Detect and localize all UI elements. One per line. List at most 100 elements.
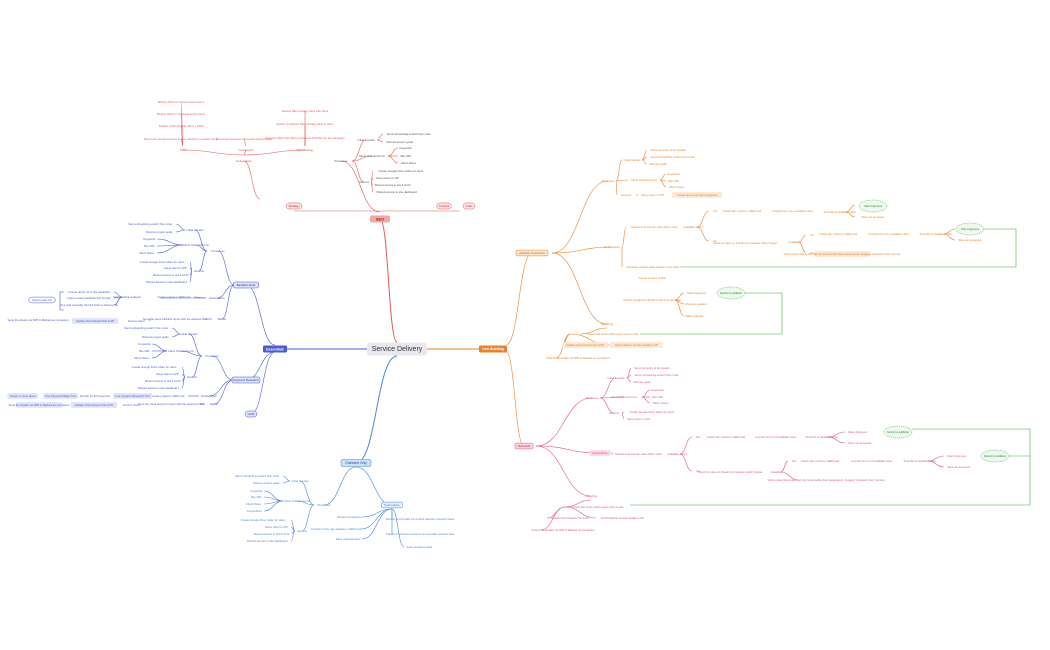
seo-client-onboard[interactable]: Client Onboard Form	[357, 153, 388, 159]
or-acc-item[interactable]: Shared access to GA & GCS	[252, 531, 291, 537]
seo-ic-item[interactable]: Send onboarding email if Non order	[383, 131, 435, 137]
ngs-item[interactable]: Weekly NGS for Content Action Items	[155, 99, 208, 105]
ag-ic-item[interactable]: Discuss goals	[647, 161, 669, 167]
seo-ngs[interactable]: NGS	[177, 147, 189, 153]
ne-update[interactable]: Update Client Report File & PP	[547, 515, 593, 521]
ba-analysis-item[interactable]: Flash unsafe backlinks (list formal)	[64, 295, 114, 301]
seo-acc-item[interactable]: Setup client on PP	[373, 175, 402, 181]
kr-deliv-item[interactable]: Use Organic Research Tool	[113, 393, 152, 399]
or-acc-item[interactable]: Setup client on PP	[262, 524, 291, 530]
ne-ic-item[interactable]: Discuss goals	[631, 379, 653, 385]
or-client-onboard[interactable]: Client Onboard Form	[282, 498, 313, 504]
outcome-node[interactable]: Submit to publisher	[980, 449, 1010, 463]
seo-acc-item[interactable]: Create Google Drive folder for client	[373, 168, 429, 174]
ne-available-node[interactable]: Available	[768, 469, 785, 475]
ngs-item[interactable]: Finalize initial call with client + Init…	[149, 123, 213, 129]
ba-analysis-item[interactable]: Only add manually harmful links to disav…	[60, 302, 118, 308]
ba-client-onboard[interactable]: Client Onboard Form	[181, 242, 212, 248]
or-deliv-item[interactable]: Review competitors	[335, 514, 364, 520]
kr-acc-item[interactable]: Shared access to site dashboard	[135, 385, 182, 391]
ne-review[interactable]: Review and test the sites within niche	[610, 451, 667, 457]
or-acc-item[interactable]: Create Google Drive folder for client	[235, 517, 291, 523]
ag-acc-item[interactable]: Create and setup client pipelines	[672, 192, 723, 198]
ba-report-item[interactable]: Update Client Report File & PP	[72, 318, 118, 324]
ne-deliverables[interactable]: Deliverables	[589, 450, 611, 456]
seo-ob-item[interactable]: Keywords	[398, 145, 413, 151]
kr-deliv-item[interactable]: Use Keyword Magic Tool	[43, 393, 78, 399]
ba-acc-item[interactable]: Setup client on PP	[161, 265, 190, 271]
or-deliv-item[interactable]: Conduct of the gap analysis in SEProvid	[309, 526, 363, 532]
kr-acc-item[interactable]: Create Google Drive folder for client	[126, 364, 182, 370]
ne-account[interactable]: Account	[607, 410, 621, 416]
ag-alt-no[interactable]: Check for sites on linkedin & Consider w…	[713, 240, 778, 246]
center-node[interactable]: Service Delivery	[367, 342, 427, 356]
or-ic-item[interactable]: Send onboarding email if Non order	[231, 473, 283, 479]
ag-chain-no[interactable]: Check site metrics in SEProvid	[815, 231, 861, 237]
ne-check-live[interactable]: Check link is live within guest post on …	[565, 504, 631, 510]
ag-chain-yes[interactable]: Compile list of 3-4 available sites	[766, 208, 819, 214]
ba-report-item[interactable]: Send the details via SPP & Marked as com…	[8, 317, 69, 323]
tag-strategy[interactable]: Strategy	[285, 202, 303, 210]
ne-alt-no[interactable]: Check for sites on linkedin & Consider w…	[698, 469, 763, 475]
seo-ga[interactable]: GA Analysis	[236, 147, 255, 153]
ag-deliverables[interactable]: Deliverables	[602, 244, 623, 250]
ba-initial-contact[interactable]: Initial Contact	[183, 227, 208, 233]
keyword-research-node[interactable]: Keyword Research	[231, 376, 261, 384]
ne-ic-item[interactable]: Send summary of the details	[631, 365, 673, 371]
seo-processes[interactable]: Processes	[333, 158, 350, 164]
ag-changes-needed[interactable]: Changes needed	[684, 301, 708, 307]
ne-inform[interactable]: Inform client that a site can't be found…	[768, 477, 885, 483]
ne-yes[interactable]: Yes	[788, 458, 800, 464]
ag-ic-item[interactable]: Send summary of the details	[647, 147, 689, 153]
ne-acc-item[interactable]: Create Google Drive folder for client	[624, 409, 680, 415]
ba-report[interactable]: Report	[216, 316, 228, 322]
kr-report-item[interactable]: Update Client Report File & PP	[71, 402, 117, 408]
ag-chain-no[interactable]: Compile list of 3-4 available sites	[862, 231, 915, 237]
ag-account[interactable]: Account	[619, 192, 633, 198]
or-deliv-item[interactable]: Save prospects data	[404, 544, 435, 550]
ne-client-onboard[interactable]: Client Onboard Form	[609, 394, 640, 400]
ba-ob-item[interactable]: Keywords	[142, 236, 157, 242]
ngs-item[interactable]: Deep look into accounts to ensure tracki…	[144, 136, 219, 142]
kr-report-item[interactable]: Send the client keyword report with the …	[138, 401, 205, 407]
kr-ic-item[interactable]: Discuss project goals	[139, 334, 172, 340]
strategy-item[interactable]: Deliver completed SEO strategy deck to c…	[277, 121, 334, 127]
kr-report-item[interactable]: Send the details via SPP & Marked as com…	[9, 402, 70, 408]
ag-ic-item[interactable]: Send onboarding email if Non order	[647, 154, 699, 160]
ne-chain-yes[interactable]: Send list of available sites	[800, 434, 843, 440]
ag-chain-no[interactable]: Send list of available sites	[914, 231, 957, 237]
tag-links[interactable]: Links	[462, 202, 476, 210]
kr-ob-item[interactable]: Keywords	[137, 341, 152, 347]
ne-yes[interactable]: Yes	[692, 434, 704, 440]
ba-report-item[interactable]: Send the client backlink report with the…	[143, 316, 208, 322]
ne-chain-no[interactable]: Send list of available sites	[898, 458, 941, 464]
ne-not-accepted[interactable]: Sites not accepted	[845, 440, 874, 446]
ba-deliv-item[interactable]: Start backlink analysis	[109, 294, 145, 300]
or-account[interactable]: Account	[295, 528, 309, 534]
ag-yes[interactable]: Yes	[709, 208, 721, 214]
ba-acc-item[interactable]: Shared access to GA & GCS	[151, 272, 190, 278]
ag-client-approves[interactable]: Client Approves	[684, 290, 709, 296]
seo-acc-item[interactable]: Shared access to site dashboard	[373, 189, 420, 195]
export-node[interactable]: Export each list	[28, 296, 56, 304]
kr-ob-item[interactable]: Site URL	[137, 348, 152, 354]
or-ob-item[interactable]: Client Notes	[243, 501, 264, 507]
ag-generate[interactable]: Generate content ideas based on the site…	[622, 264, 683, 270]
seo-ob-item[interactable]: Client Notes	[398, 160, 419, 166]
ne-chain-yes[interactable]: Check site metrics in SEProvid	[703, 434, 749, 440]
outcome-node[interactable]: Client Approves	[858, 199, 888, 213]
ag-available-node[interactable]: Available	[786, 239, 803, 245]
or-deliv-item[interactable]: Review and contact for content relevant …	[386, 516, 455, 522]
kr-ob-item[interactable]: Client Notes	[131, 355, 152, 361]
or-processes[interactable]: Processes	[316, 502, 333, 508]
ba-ic-item[interactable]: Discuss project goals	[143, 229, 176, 235]
ag-update[interactable]: Update Client Report File & PP	[562, 342, 608, 348]
or-deliverables[interactable]: Deliverables	[381, 501, 403, 509]
ne-submit-details[interactable]: Submit the details via SPP & Marked as c…	[531, 527, 595, 533]
ag-reporting[interactable]: Reporting	[599, 321, 616, 327]
link-building-node[interactable]: Link Building	[479, 345, 507, 353]
kr-report-item[interactable]: Send to client	[119, 402, 143, 408]
ag-chain-yes[interactable]: Send list of available sites	[818, 209, 861, 215]
seo-acc-item[interactable]: Shared access to GA & GCS	[373, 182, 412, 188]
ag-not-accepted[interactable]: Sites not accepted	[955, 237, 984, 243]
